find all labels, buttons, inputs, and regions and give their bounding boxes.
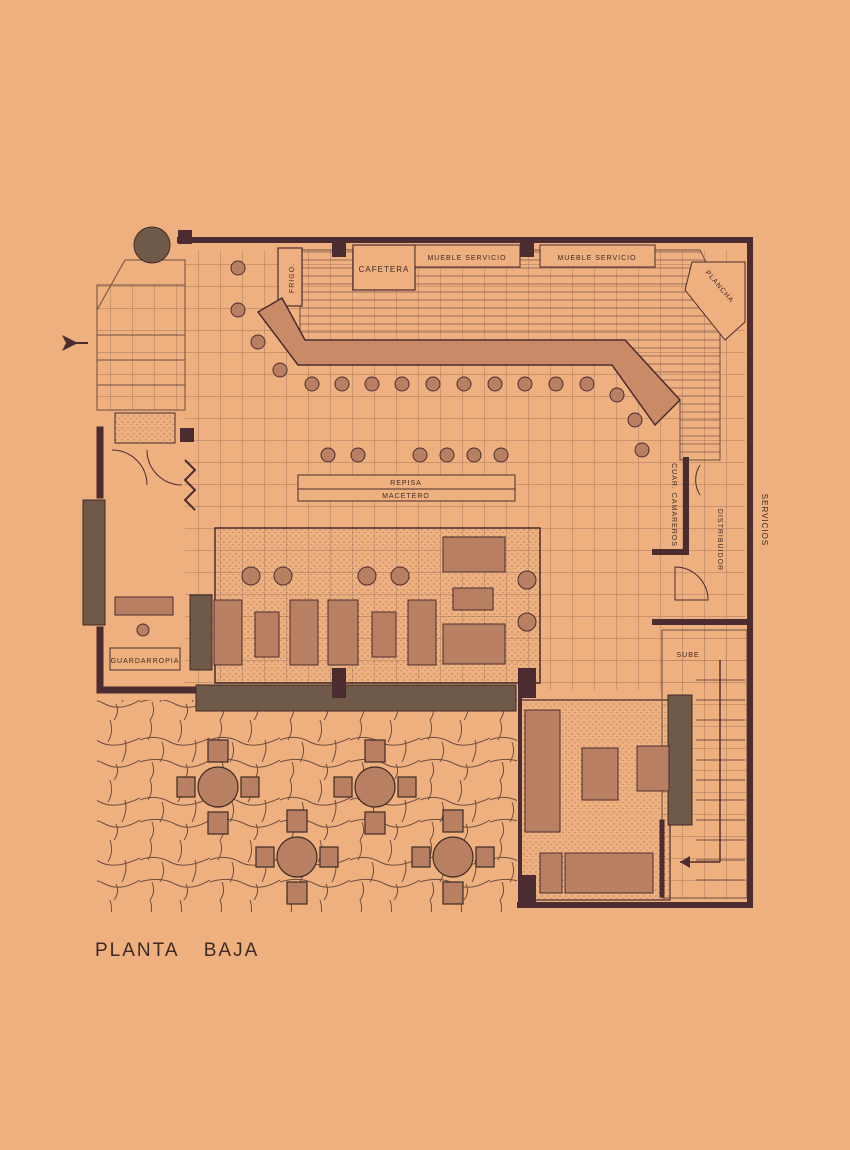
mueble-servicio-2-label: MUEBLE SERVICIO xyxy=(557,255,636,262)
vestibule-stool xyxy=(136,623,150,637)
frigo-label: FRIGO. xyxy=(289,263,296,293)
cafetera-label: CAFETERA xyxy=(359,265,410,274)
zigzag-screen xyxy=(183,459,197,511)
stair xyxy=(680,660,745,881)
mueble-servicio-2 xyxy=(539,244,656,268)
servicios-label: SERVICIOS xyxy=(760,494,769,546)
vestibule-bench xyxy=(114,596,174,616)
plan-title: PLANTA BAJA xyxy=(95,940,260,961)
bar-stools xyxy=(230,260,650,463)
sube-label: SUBE xyxy=(676,652,699,659)
terrace-floor xyxy=(97,700,517,912)
entrance-door xyxy=(111,449,183,486)
planter-lounge-edge xyxy=(195,684,517,712)
macetero-label: MACETERO xyxy=(382,493,430,500)
planter-stair xyxy=(667,694,693,826)
distribuidor-label: DISTRIBUIDOR xyxy=(716,509,723,571)
entrance-vestibule xyxy=(96,284,186,411)
frigo-unit xyxy=(277,247,303,307)
macetero-planter xyxy=(297,488,516,502)
repisa-label: REPISA xyxy=(390,480,422,487)
door-swing-2 xyxy=(695,464,701,496)
walls xyxy=(96,237,753,908)
plancha-unit xyxy=(684,261,746,341)
entrance-mat xyxy=(114,412,176,444)
mueble-servicio-1 xyxy=(414,244,521,268)
guardarropia xyxy=(109,647,181,671)
cuarto-camareros-label: CUAR. CAMAREROS xyxy=(670,463,677,547)
mueble-servicio-1-label: MUEBLE SERVICIO xyxy=(427,255,506,262)
back-lounge-furniture xyxy=(524,709,670,894)
planter-left xyxy=(82,499,106,626)
guardarropia-label: GUARDARROPIA xyxy=(111,658,180,665)
door-swing xyxy=(674,566,709,601)
plant-corner xyxy=(133,226,171,264)
stair-direction-arrow-icon xyxy=(680,856,690,868)
columns xyxy=(178,230,536,903)
terrace-tables xyxy=(176,739,495,905)
planter-side xyxy=(189,594,213,671)
bar-counter xyxy=(256,296,682,427)
lounge-furniture xyxy=(213,536,537,666)
